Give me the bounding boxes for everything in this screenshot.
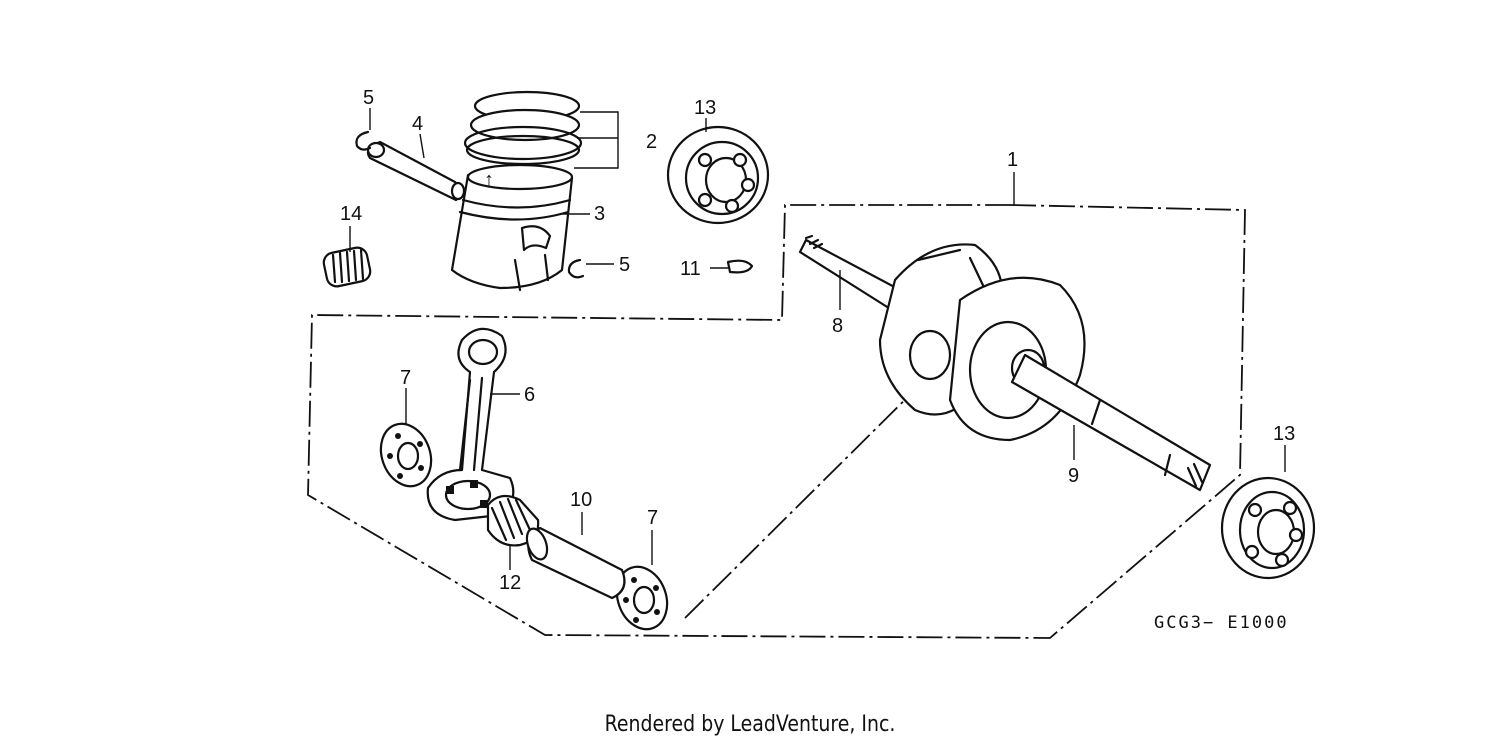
- connecting-rod: [426, 327, 515, 522]
- callout-13a: 13: [694, 97, 716, 119]
- circlip-right: [567, 258, 585, 279]
- callout-4: 4: [412, 113, 423, 135]
- callout-13b: 13: [1273, 423, 1295, 445]
- callout-8: 8: [832, 315, 843, 337]
- small-end-needle-bearing: [322, 246, 372, 288]
- thrust-washer-right: [615, 565, 669, 631]
- svg-text:↑: ↑: [484, 169, 494, 191]
- callout-11: 11: [680, 258, 701, 280]
- ball-bearing-top: [666, 125, 770, 225]
- leader-lines: [349, 108, 1286, 570]
- callout-1: 1: [1007, 149, 1018, 171]
- callout-7a: 7: [400, 367, 411, 389]
- callout-5b: 5: [619, 254, 630, 276]
- callout-6: 6: [524, 384, 535, 406]
- callout-7b: 7: [647, 507, 658, 529]
- piston: ↑: [450, 163, 574, 292]
- crankshaft: [798, 234, 1212, 492]
- callout-14: 14: [340, 203, 362, 225]
- circlip-top: [355, 130, 372, 151]
- crank-pin: [525, 526, 626, 600]
- thrust-washer-left: [379, 422, 433, 488]
- leader-dashed-crank: [684, 369, 936, 619]
- callout-5a: 5: [363, 87, 374, 109]
- callout-10: 10: [570, 489, 592, 511]
- woodruff-key: [726, 259, 754, 274]
- piston-rings: [463, 90, 583, 166]
- ball-bearing-bottom: [1220, 476, 1316, 580]
- callout-12: 12: [499, 572, 521, 594]
- crankshaft-assembly-boundary: [307, 204, 1246, 639]
- piston-pin: [366, 140, 466, 202]
- callout-3: 3: [594, 203, 605, 225]
- diagram-code: GCG3− E1000: [1154, 613, 1289, 633]
- footer-credit: Rendered by LeadVenture, Inc.: [604, 712, 896, 737]
- callout-2: 2: [646, 131, 657, 153]
- callout-9: 9: [1068, 465, 1079, 487]
